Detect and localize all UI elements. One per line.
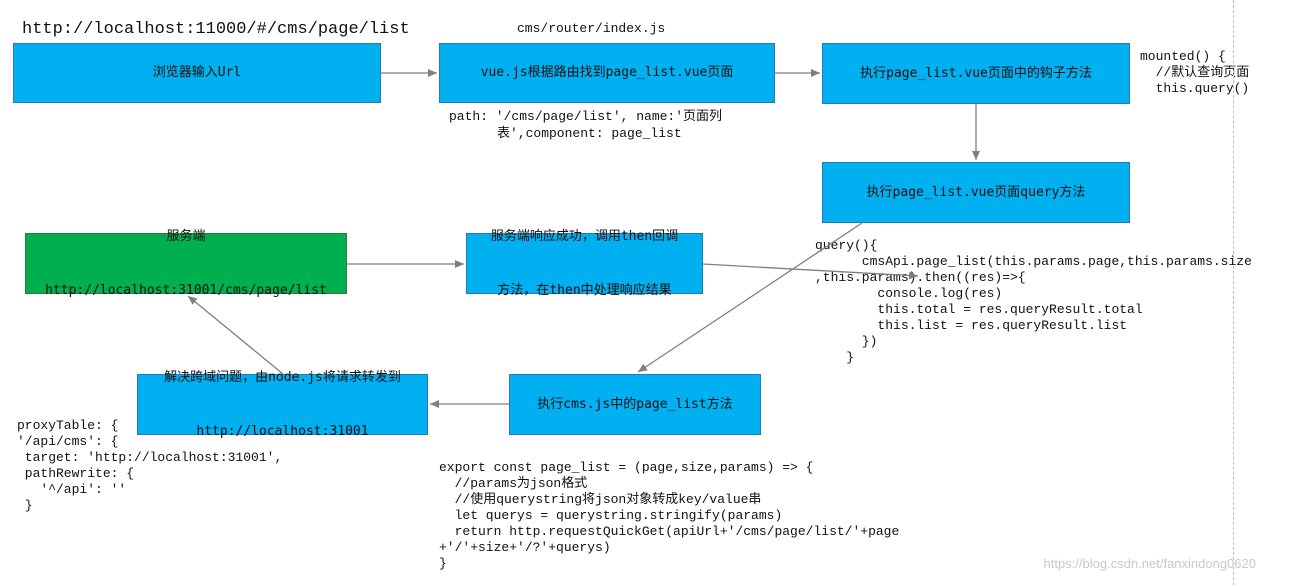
router-file-label: cms/router/index.js — [517, 21, 666, 36]
response-line1: 服务端响应成功，调用then回调 — [490, 228, 679, 244]
hook-method-box: 执行page_list.vue页面中的钩子方法 — [822, 43, 1130, 104]
code-line: this.total = res.queryResult.total — [815, 302, 1143, 317]
code-line: mounted() { — [1140, 49, 1226, 64]
proxy-table-code: proxyTable: { '/api/cms': { target: 'htt… — [17, 418, 282, 514]
code-line: console.log(res) — [815, 286, 1003, 301]
page-edge-divider — [1233, 0, 1234, 585]
code-line: cmsApi.page_list(this.params.page,this.p… — [815, 254, 1252, 269]
server-title: 服务端 — [166, 228, 206, 244]
code-line: query(){ — [815, 238, 878, 253]
code-line: //使用querystring将json对象转成key/value串 — [439, 492, 762, 507]
response-box: 服务端响应成功，调用then回调 方法，在then中处理响应结果 — [466, 229, 703, 298]
code-line: '^/api': '' — [17, 482, 127, 497]
cms-method-box: 执行cms.js中的page_list方法 — [509, 374, 761, 435]
code-line: +'/'+size+'/?'+querys) — [439, 540, 611, 555]
code-line: } — [439, 556, 447, 571]
route-config-line1: path: '/cms/page/list', name:'页面列 — [449, 109, 723, 124]
code-line: } — [815, 350, 855, 365]
arrow-proxy-to-server — [187, 295, 284, 375]
code-line: let querys = querystring.stringify(param… — [439, 508, 783, 523]
code-line: target: 'http://localhost:31001', — [17, 450, 283, 465]
proxy-line1: 解决跨域问题，由node.js将请求转发到 — [164, 369, 401, 385]
code-line: //默认查询页面 — [1140, 65, 1250, 80]
response-line2: 方法，在then中处理响应结果 — [497, 282, 672, 298]
code-line: proxyTable: { — [17, 418, 119, 433]
query-method-box: 执行page_list.vue页面query方法 — [822, 162, 1130, 223]
code-line: pathRewrite: { — [17, 466, 135, 481]
arrow-query-to-cms — [637, 222, 863, 373]
query-method-label: 执行page_list.vue页面query方法 — [866, 184, 1086, 200]
proxy-line2: http://localhost:31001 — [196, 423, 369, 439]
proxy-box: 解决跨域问题，由node.js将请求转发到 http://localhost:3… — [137, 370, 428, 439]
code-line: this.query() — [1140, 81, 1250, 96]
query-code: query(){ cmsApi.page_list(this.params.pa… — [815, 238, 1252, 366]
route-config-line2: 表',component: page_list — [497, 126, 682, 141]
code-line: return http.requestQuickGet(apiUrl+'/cms… — [439, 524, 900, 539]
code-line: //params为json格式 — [439, 476, 588, 491]
cms-method-label: 执行cms.js中的page_list方法 — [537, 396, 733, 412]
code-line: this.list = res.queryResult.list — [815, 318, 1128, 333]
code-line: export const page_list = (page,size,para… — [439, 460, 814, 475]
watermark: https://blog.csdn.net/fanxindong0620 — [1043, 556, 1257, 571]
browser-input-label: 浏览器输入Url — [152, 65, 242, 80]
code-line: }) — [815, 334, 878, 349]
vue-router-box: vue.js根据路由找到page_list.vue页面 — [439, 43, 775, 103]
server-box: 服务端 http://localhost:31001/cms/page/list — [25, 229, 347, 298]
mounted-code: mounted() { //默认查询页面 this.query() — [1140, 49, 1249, 97]
hook-method-label: 执行page_list.vue页面中的钩子方法 — [860, 65, 1092, 81]
vue-router-label: vue.js根据路由找到page_list.vue页面 — [480, 65, 734, 80]
code-line: '/api/cms': { — [17, 434, 119, 449]
url-label: http://localhost:11000/#/cms/page/list — [22, 20, 410, 39]
export-code: export const page_list = (page,size,para… — [439, 460, 899, 572]
browser-input-box: 浏览器输入Url — [13, 43, 381, 103]
arrow-response-to-query-code — [702, 263, 919, 280]
code-line: } — [17, 498, 33, 513]
server-url: http://localhost:31001/cms/page/list — [45, 282, 327, 298]
